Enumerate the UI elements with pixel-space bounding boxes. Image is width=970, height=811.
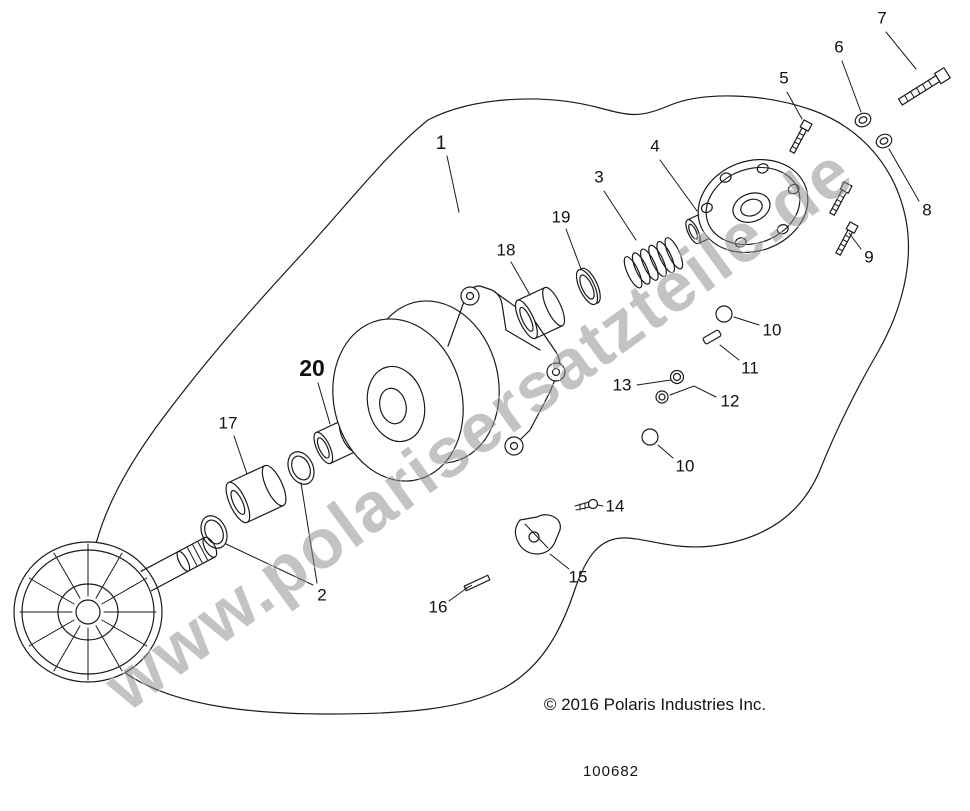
callout-6: 6 <box>834 37 843 56</box>
leader-5 <box>786 91 803 120</box>
bushing-sketch <box>225 464 287 524</box>
small-ring-sketch <box>669 369 685 385</box>
leader-12 <box>669 385 717 398</box>
callout-8: 8 <box>922 200 931 219</box>
callout-2: 2 <box>317 585 326 604</box>
o-ring-sketch <box>200 515 228 549</box>
callout-10b: 10 <box>676 456 695 475</box>
callout-17: 17 <box>219 413 238 432</box>
leader-16 <box>448 587 468 602</box>
fixed-sheave-sketch <box>13 536 218 683</box>
callout-10: 10 <box>763 320 782 339</box>
cover-bolt-holes <box>700 163 800 248</box>
callout-9: 9 <box>864 247 873 266</box>
callout-7: 7 <box>877 8 886 27</box>
leader-2b <box>300 482 318 584</box>
callout-13: 13 <box>613 375 632 394</box>
callout-5: 5 <box>779 68 788 87</box>
o-ring-sketch <box>287 451 315 485</box>
assembly-outline <box>87 95 909 715</box>
leader-15 <box>549 553 570 570</box>
leader-10b <box>657 444 674 459</box>
callout-19: 19 <box>552 207 571 226</box>
roller-sketch <box>546 362 566 382</box>
leader-19 <box>565 228 582 270</box>
leader-10a <box>733 316 760 326</box>
callout-3: 3 <box>594 167 603 186</box>
weight-arm-sketch <box>514 514 561 555</box>
fan-spokes <box>19 543 157 681</box>
drive-shaft-sketch <box>140 536 218 592</box>
leader-20 <box>317 382 331 425</box>
screw-sketch <box>574 498 599 511</box>
leader-1 <box>446 155 460 213</box>
leader-14 <box>597 504 604 507</box>
leader-3 <box>603 190 637 241</box>
spider-tower-sketch <box>447 285 561 447</box>
watermark-text: www.polarisersatzteile.de <box>90 131 867 726</box>
cover-plate-sketch <box>697 158 809 254</box>
part-number: 100682 <box>583 763 639 780</box>
pin-sketch <box>702 329 722 345</box>
callout-12: 12 <box>721 391 740 410</box>
leader-18 <box>510 261 531 296</box>
callout-4: 4 <box>650 136 659 155</box>
leader-7 <box>885 31 917 70</box>
callout-15: 15 <box>569 567 588 586</box>
callout-1: 1 <box>436 133 447 154</box>
leader-17 <box>233 435 248 475</box>
long-bolt-sketch <box>897 67 951 106</box>
leader-13 <box>636 379 672 386</box>
clutch-body-sketch <box>332 285 566 482</box>
washer-ring-sketch <box>575 267 601 306</box>
leader-8 <box>888 148 920 202</box>
callout-11: 11 <box>741 358 759 377</box>
leader-9 <box>848 232 862 250</box>
roller-sketch <box>460 286 480 306</box>
leader-2a <box>225 543 314 586</box>
leader-lines <box>225 31 920 602</box>
washer-sketch <box>873 131 895 151</box>
leader-4 <box>659 159 698 212</box>
copyright-text: © 2016 Polaris Industries Inc. <box>544 695 766 714</box>
ball-sketch <box>641 428 659 446</box>
small-ring-sketch <box>655 390 669 404</box>
callout-14: 14 <box>606 496 625 515</box>
washer-sketch <box>852 110 874 130</box>
callout-18: 18 <box>497 240 516 259</box>
roll-pin-sketch <box>463 574 491 592</box>
callout-16: 16 <box>429 597 448 616</box>
bolt-sketch <box>833 221 859 257</box>
bearing-sketch <box>514 286 566 340</box>
roller-sketch <box>504 436 524 456</box>
shaft-splines <box>186 541 208 566</box>
leader-11 <box>719 344 740 361</box>
callouts: 1 2 3 4 5 6 7 8 9 10 11 12 13 10 14 15 1… <box>219 8 932 616</box>
ball-sketch <box>715 305 733 323</box>
spring-sketch <box>623 237 684 289</box>
leader-6 <box>841 60 862 113</box>
callout-20: 20 <box>299 355 325 381</box>
